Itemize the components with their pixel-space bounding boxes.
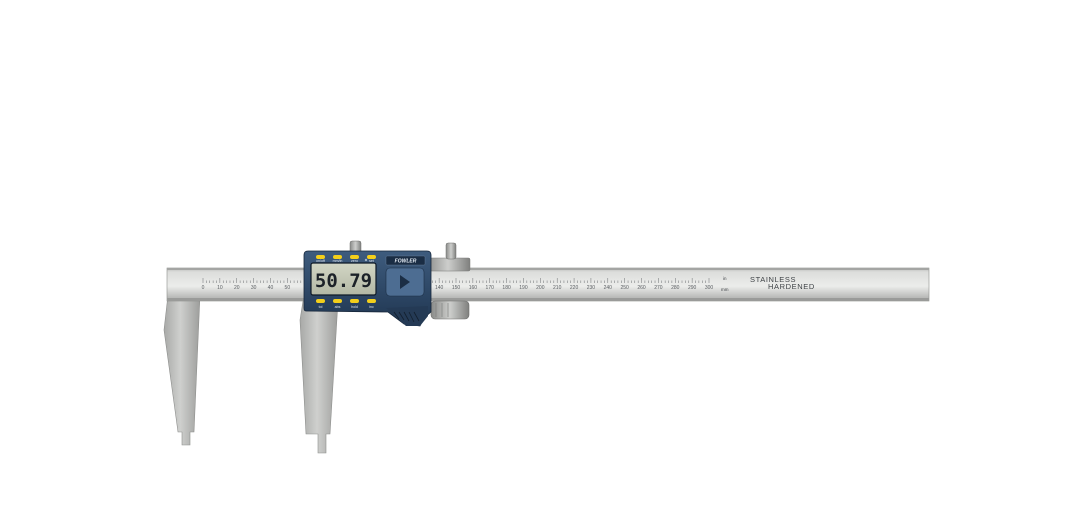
scale-label-25: 250: [620, 285, 629, 291]
sliding-jaw: [299, 300, 339, 454]
on-off-button[interactable]: [316, 255, 325, 259]
top-button-label-2: mm/in: [333, 259, 343, 263]
engraving-hardened: HARDENED: [768, 282, 815, 291]
scale-label-14: 140: [435, 285, 444, 291]
scale-label-2: 20: [234, 285, 240, 291]
scale-label-24: 240: [604, 285, 613, 291]
scale-label-4: 40: [268, 285, 274, 291]
inc-button[interactable]: [367, 299, 376, 303]
bottom-button-label-4: inc: [369, 305, 374, 309]
unit-in-label: in: [723, 276, 727, 281]
scale-label-20: 200: [536, 285, 545, 291]
lcd-reading: 50.79: [315, 270, 372, 292]
lcd-screen: [310, 262, 377, 296]
scale-label-17: 170: [486, 285, 495, 291]
engraving-stainless: STAINLESS: [750, 275, 796, 284]
set-button[interactable]: [367, 255, 376, 259]
fixed-jaw: [163, 294, 201, 446]
top-button-label-4: set: [369, 259, 374, 263]
top-button-label-1: on/off: [316, 259, 325, 263]
bottom-button-label-2: abs: [335, 305, 341, 309]
mm-scale: 0 10 20 30 40 50 140 150 160 170 180 190 200 210 220 23…: [202, 278, 714, 291]
top-button-label-3: zero: [351, 259, 358, 263]
unit-mm-label: mm: [721, 287, 729, 292]
scale-label-30: 300: [705, 285, 714, 291]
main-beam: [166, 267, 930, 302]
scale-label-1: 10: [217, 285, 223, 291]
scale-label-16: 160: [469, 285, 478, 291]
mm-in-button[interactable]: [333, 255, 342, 259]
scale-label-26: 260: [637, 285, 646, 291]
scale-label-23: 230: [587, 285, 596, 291]
thumb-wheel[interactable]: [430, 300, 470, 320]
scale-label-21: 210: [553, 285, 562, 291]
bottom-button-label-3: hold: [351, 305, 358, 309]
scale-label-5: 50: [285, 285, 291, 291]
hold-button[interactable]: [350, 299, 359, 303]
scale-label-29: 290: [688, 285, 697, 291]
scale-label-15: 150: [452, 285, 461, 291]
scale-label-3: 30: [251, 285, 257, 291]
scale-label-27: 270: [654, 285, 663, 291]
scale-label-28: 280: [671, 285, 680, 291]
scale-label-22: 220: [570, 285, 579, 291]
tol-button[interactable]: [316, 299, 325, 303]
scale-label-0: 0: [202, 285, 205, 291]
fine-adjust-bracket: [425, 257, 471, 272]
bottom-button-label-1: tol: [319, 305, 323, 309]
brand-logo: FOWLER: [395, 259, 417, 265]
scale-label-19: 190: [519, 285, 528, 291]
abs-button[interactable]: [333, 299, 342, 303]
scale-label-18: 180: [502, 285, 511, 291]
zero-button[interactable]: [350, 255, 359, 259]
